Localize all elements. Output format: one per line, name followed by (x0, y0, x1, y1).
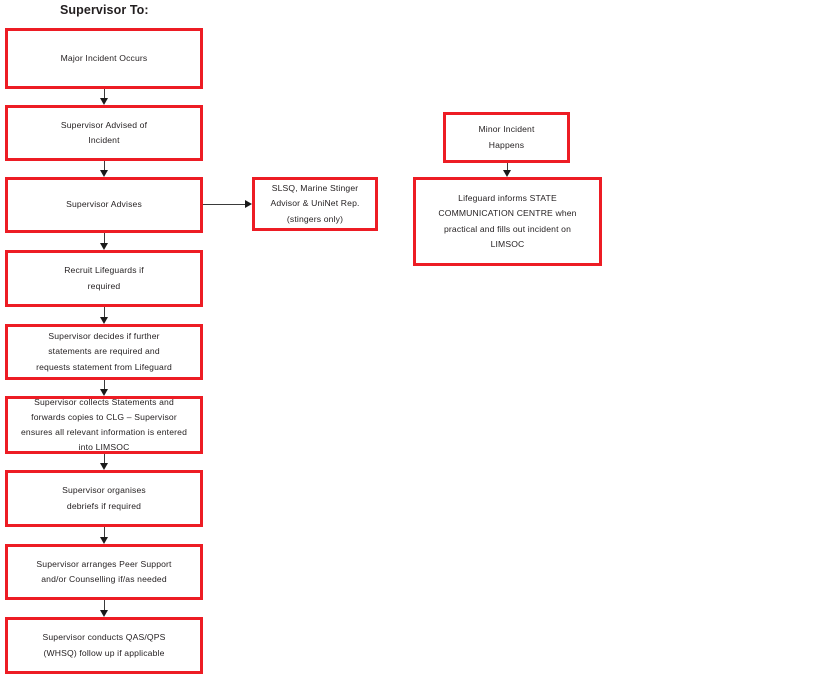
connector-line-major-to-advised (104, 89, 105, 101)
connector-arrowhead-organises-to-arranges (99, 537, 108, 544)
connector-line-organises-to-arranges (104, 527, 105, 538)
node-label: Supervisor Advised of Incident (60, 119, 148, 145)
node-label: Supervisor collects Statements and forwa… (21, 396, 187, 453)
node-label: Minor Incident Happens (478, 124, 535, 150)
connector-arrowhead-advised-to-advises (99, 170, 108, 177)
connector-arrowhead-decides-to-collects (99, 389, 108, 396)
node-major-incident[interactable]: Major Incident Occurs (5, 28, 203, 89)
node-supervisor-advises[interactable]: Supervisor Advises (5, 177, 203, 233)
connector-arrowhead-advises-to-slsq (245, 200, 252, 208)
node-supervisor-organises[interactable]: Supervisor organises debriefs if require… (5, 470, 203, 527)
node-slsq-advisor[interactable]: SLSQ, Marine Stinger Advisor & UniNet Re… (252, 177, 378, 231)
node-label: Major Incident Occurs (60, 52, 148, 63)
node-supervisor-conducts[interactable]: Supervisor conducts QAS/QPS (WHSQ) follo… (5, 617, 203, 674)
node-supervisor-arranges[interactable]: Supervisor arranges Peer Support and/or … (5, 544, 203, 600)
connector-line-minor-to-lifeguard (507, 163, 508, 171)
node-label: Supervisor organises debriefs if require… (62, 485, 146, 511)
connector-arrowhead-recruit-to-decides (99, 317, 108, 324)
connector-arrowhead-arranges-to-conducts (99, 610, 108, 617)
page-title: Supervisor To: (60, 3, 149, 17)
node-label: Supervisor Advises (66, 199, 142, 210)
connector-arrowhead-collects-to-organises (99, 463, 108, 470)
connector-arrowhead-major-to-advised (99, 98, 108, 105)
connector-line-advised-to-advises (104, 161, 105, 173)
node-minor-incident[interactable]: Minor Incident Happens (443, 112, 570, 163)
node-lifeguard-informs[interactable]: Lifeguard informs STATE COMMUNICATION CE… (413, 177, 602, 266)
connector-line-arranges-to-conducts (104, 600, 105, 611)
node-supervisor-decides[interactable]: Supervisor decides if further statements… (5, 324, 203, 380)
connector-line-decides-to-collects (104, 380, 105, 391)
connector-line-advises-to-recruit (104, 233, 105, 245)
connector-arrowhead-advises-to-recruit (99, 243, 108, 250)
connector-line-collects-to-organises (104, 454, 105, 465)
node-label: Supervisor conducts QAS/QPS (WHSQ) follo… (42, 632, 166, 658)
node-label: Recruit Lifeguards if required (64, 265, 144, 291)
connector-arrowhead-minor-to-lifeguard (502, 170, 511, 177)
node-recruit-lifeguards[interactable]: Recruit Lifeguards if required (5, 250, 203, 307)
node-label: Lifeguard informs STATE COMMUNICATION CE… (438, 193, 577, 249)
node-supervisor-collects[interactable]: Supervisor collects Statements and forwa… (5, 396, 203, 454)
node-supervisor-advised[interactable]: Supervisor Advised of Incident (5, 105, 203, 161)
connector-line-recruit-to-decides (104, 307, 105, 318)
node-label: Supervisor arranges Peer Support and/or … (36, 558, 172, 584)
node-label: SLSQ, Marine Stinger Advisor & UniNet Re… (270, 183, 360, 224)
node-label: Supervisor decides if further statements… (36, 331, 172, 372)
connector-line-advises-to-slsq (203, 204, 247, 205)
